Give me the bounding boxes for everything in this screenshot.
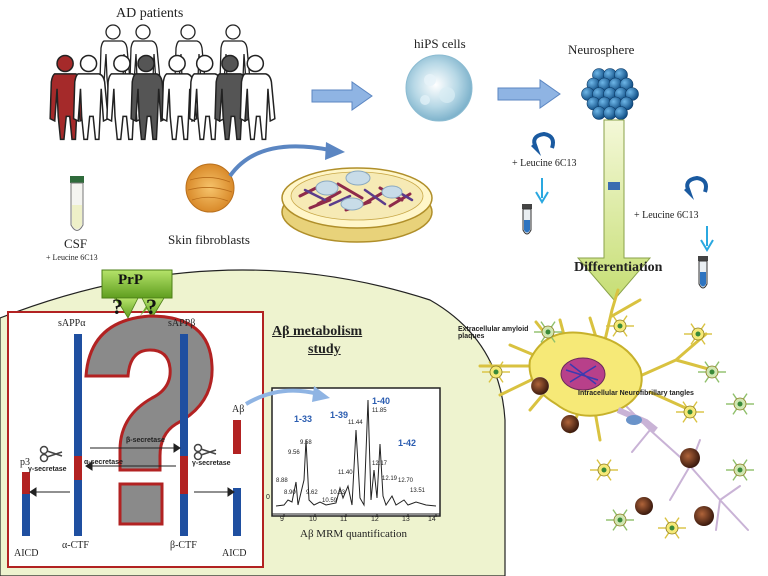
gamma-secretase-right-label: γ-secretase	[192, 460, 231, 467]
prp-label: PrP	[118, 272, 143, 288]
scissors-icon-right	[193, 443, 217, 461]
scissors-icon-left	[39, 445, 63, 463]
arrow-skin-to-dish	[228, 144, 331, 178]
glial-cell	[590, 459, 618, 481]
study-title-line1: Aβ metabolism	[272, 324, 363, 339]
hips-cell-image	[405, 54, 473, 122]
peak-1-39: 1-39	[330, 410, 349, 420]
glial-cell	[676, 401, 704, 423]
value-8-88: 8.88	[276, 478, 288, 484]
arrow-to-spectrum	[244, 388, 319, 406]
question-mark-right: ?	[146, 294, 157, 319]
petri-dish-image	[281, 167, 433, 243]
peak-1-40: 1-40	[372, 396, 391, 406]
csf-leucine-label: + Leucine 6C13	[46, 253, 98, 262]
glial-cell	[684, 323, 712, 345]
value-12-19: 12.19	[382, 476, 398, 482]
x-tick-12: 12	[371, 516, 379, 523]
leucine-label-right: + Leucine 6C13	[634, 210, 699, 221]
glial-cell	[698, 361, 726, 383]
glial-cell	[534, 321, 562, 343]
arrow-patients-to-hips	[311, 81, 373, 111]
app-rods	[22, 334, 241, 536]
aicd-right-label: AICD	[222, 548, 247, 559]
value-10-59: 10.59	[322, 498, 338, 504]
arrow-hips-to-neurosphere	[497, 79, 561, 109]
gamma-secretase-left-label: γ-secretase	[28, 466, 67, 473]
aicd-left-label: AICD	[14, 548, 39, 559]
prp-box	[101, 269, 173, 319]
glial-cell	[658, 517, 686, 539]
value-11-40: 11.40	[338, 470, 353, 476]
csf-label: CSF	[64, 236, 88, 251]
value-9-58: 9.58	[300, 440, 312, 446]
alpha-secretase-label: α-secretase	[84, 459, 123, 466]
value-10-83: 10.83	[330, 490, 346, 496]
value-8-90: 8.90	[284, 490, 296, 496]
glial-cell	[606, 315, 634, 337]
leucine-addition-left	[522, 131, 555, 235]
ad-patients-label: AD patients	[116, 6, 184, 21]
study-title-line2: study	[308, 342, 341, 357]
hips-cells-label: hiPS cells	[414, 36, 466, 51]
beta-secretase-label: β-secretase	[126, 437, 165, 444]
glial-cell	[482, 361, 510, 383]
mrm-caption: Aβ MRM quantification	[300, 528, 408, 540]
neurosphere-cell	[614, 106, 628, 120]
leucine-label-left: + Leucine 6C13	[512, 158, 577, 169]
glial-cell	[726, 393, 754, 415]
ad-patient-group	[49, 24, 276, 141]
x-tick-13: 13	[402, 516, 410, 523]
amyloid-plaques	[530, 376, 714, 526]
glial-cells	[482, 315, 754, 539]
glial-cell	[726, 459, 754, 481]
neurosphere-image	[581, 68, 639, 120]
leucine-addition-right	[684, 175, 714, 289]
intracellular-tangles-label: Intracellular Neurofibrillary tangles	[578, 390, 694, 397]
value-9-56: 9.56	[288, 450, 300, 456]
value-12-17: 12.17	[372, 461, 388, 467]
x-tick-10: 10	[309, 516, 317, 523]
skin-fibroblasts-label: Skin fibroblasts	[168, 232, 250, 247]
alpha-ctf-label: α-CTF	[62, 540, 89, 551]
question-mark-left: ?	[112, 294, 123, 319]
x-tick-14: 14	[428, 516, 436, 523]
neurosphere-label: Neurosphere	[568, 42, 635, 57]
csf-tube	[70, 176, 84, 231]
abeta-label: Aβ	[232, 404, 245, 415]
value-13-51: 13.51	[410, 488, 426, 494]
peak-1-42: 1-42	[398, 438, 417, 448]
value-11-44: 11.44	[348, 420, 363, 426]
differentiation-arrow	[576, 119, 652, 301]
sappb-label: sAPPβ	[168, 318, 196, 329]
skin-fibroblasts-image	[185, 163, 235, 213]
value-12-70: 12.70	[398, 478, 414, 484]
p3-label: p3	[20, 457, 30, 468]
value-11-85: 11.85	[372, 408, 387, 414]
differentiation-label: Differentiation	[574, 260, 663, 275]
extracellular-plaques-label: Extracellular amyloid plaques	[458, 326, 529, 340]
sappa-label: sAPPα	[58, 318, 86, 329]
x-tick-9: 9	[280, 516, 284, 523]
x-tick-11: 11	[340, 516, 348, 523]
peak-1-33: 1-33	[294, 414, 313, 424]
y-tick-0: 0	[266, 494, 270, 501]
reaction-arrows	[29, 443, 235, 497]
beta-ctf-label: β-CTF	[170, 540, 197, 551]
value-9-62: 9.62	[306, 490, 318, 496]
glial-cell	[606, 509, 634, 531]
mrm-spectrum	[271, 387, 441, 517]
